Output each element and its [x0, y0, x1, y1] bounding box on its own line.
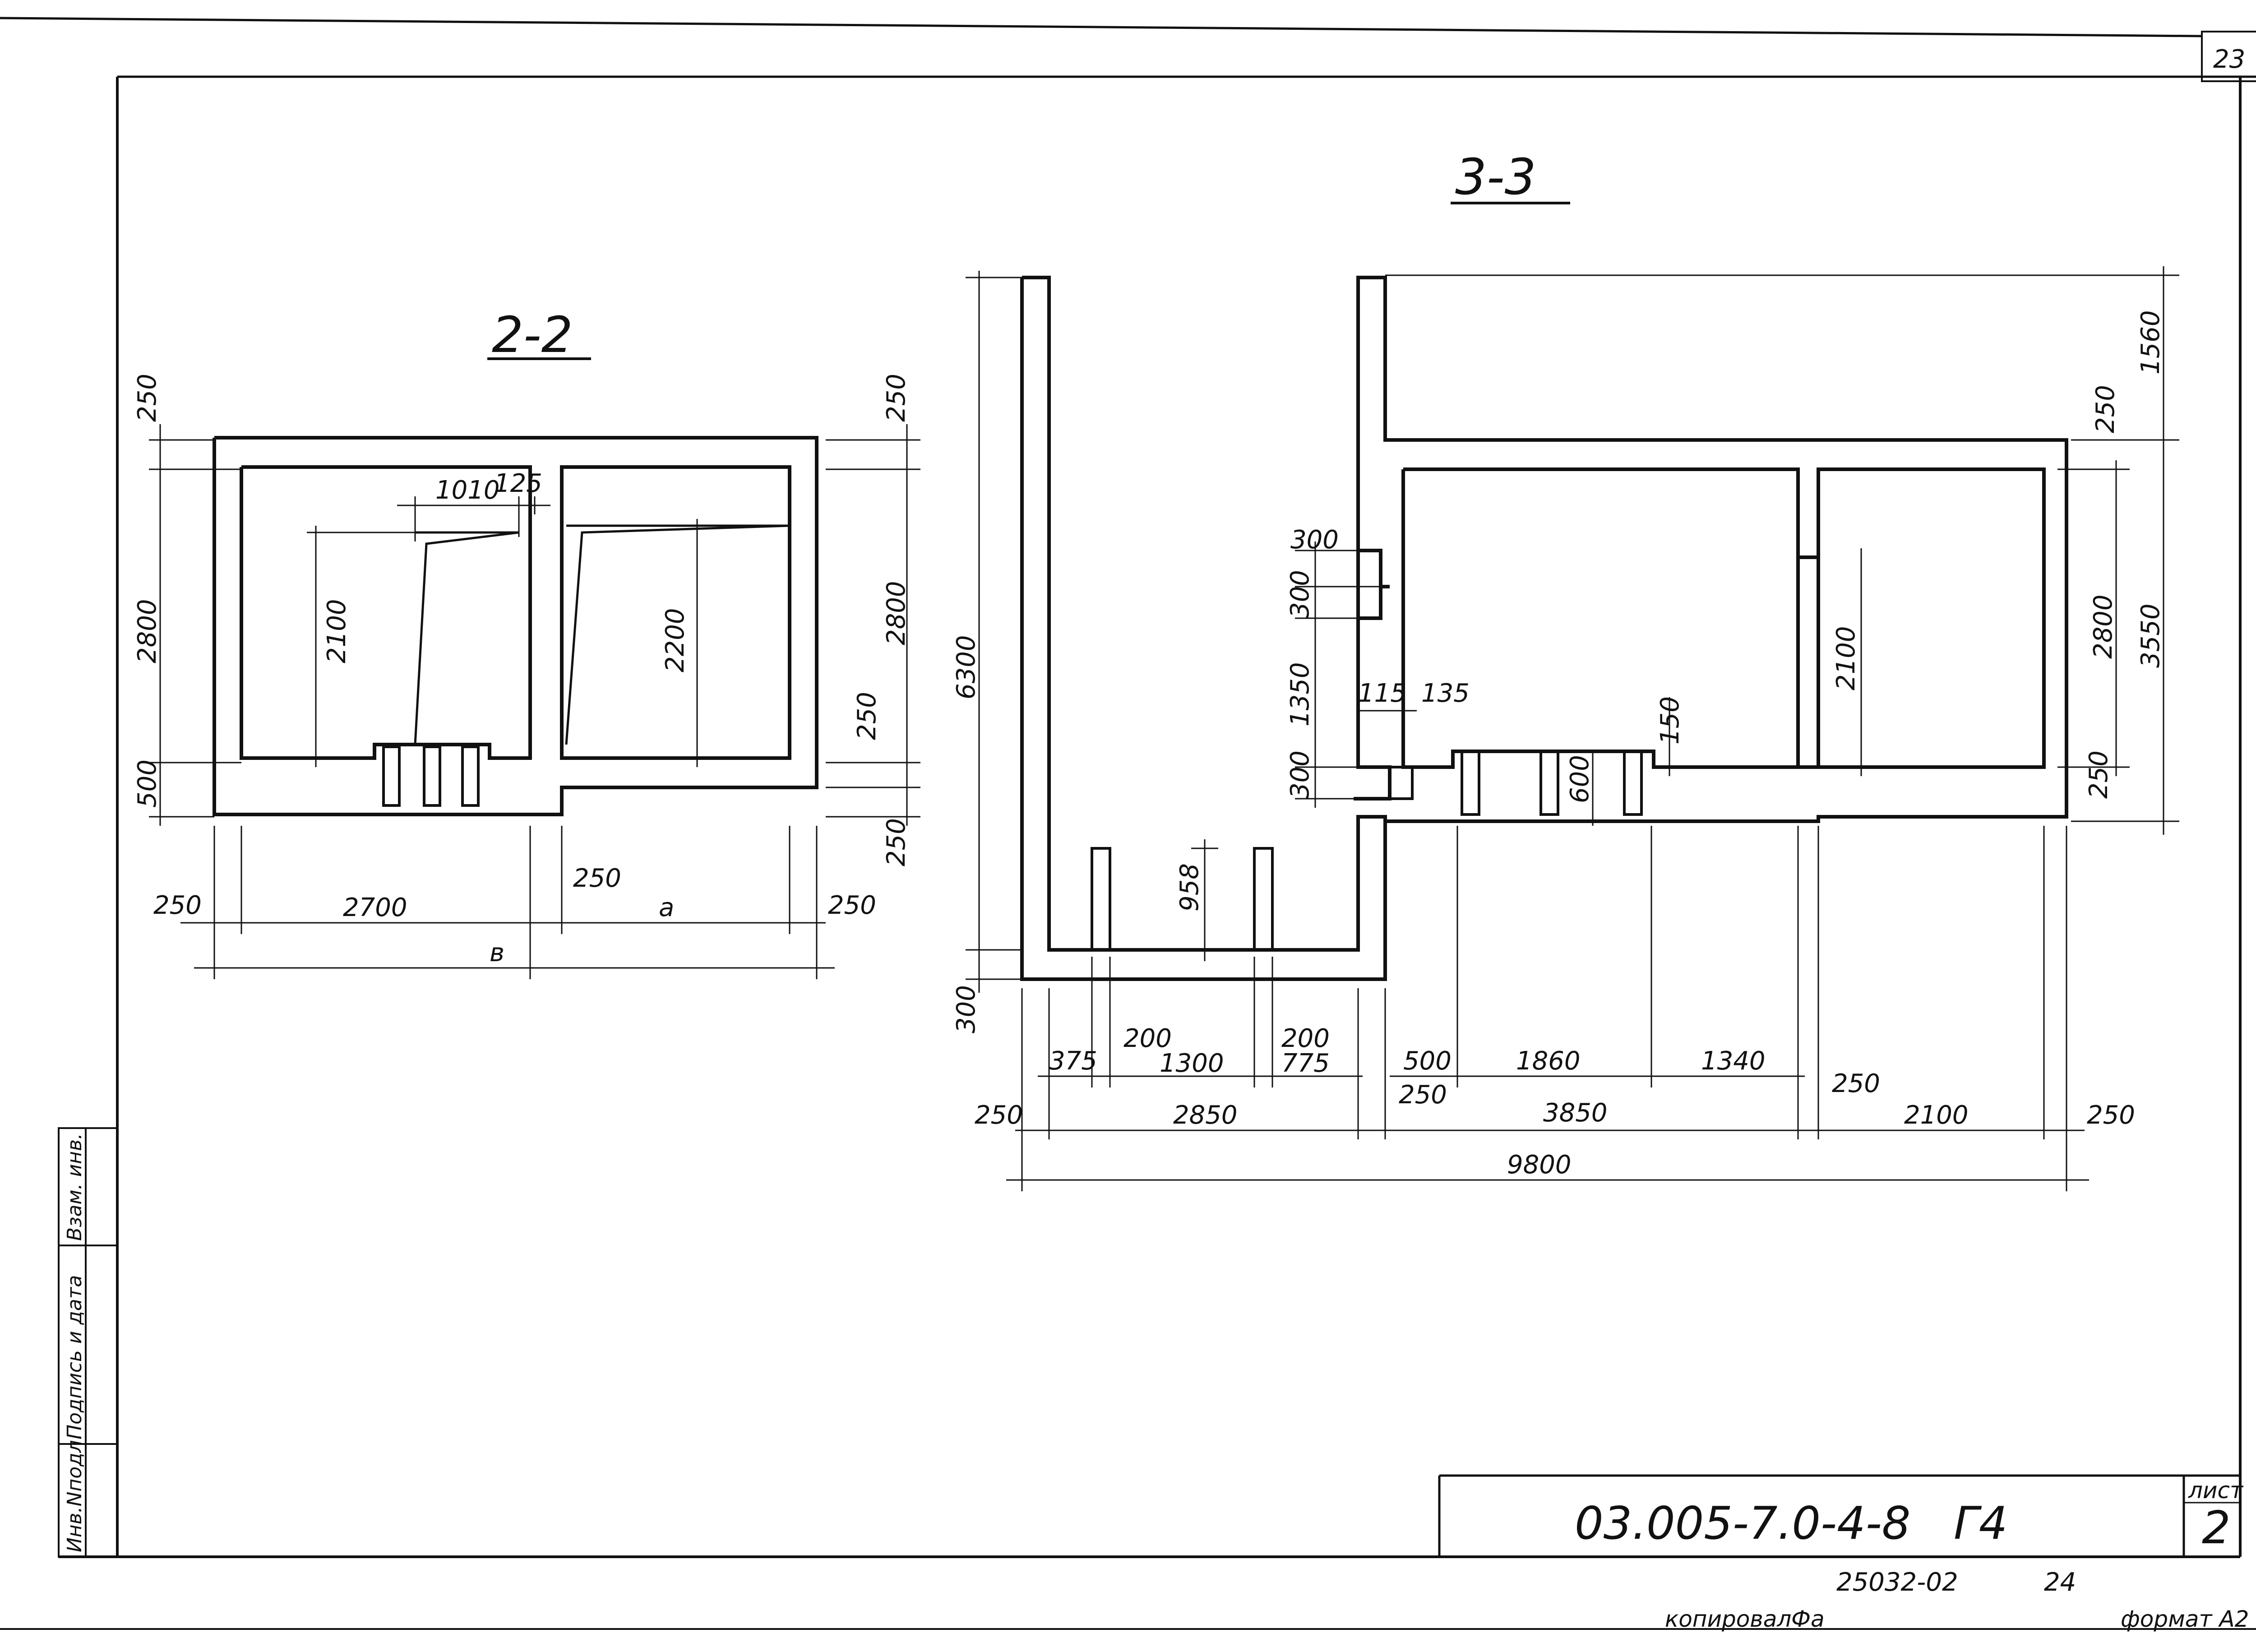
dim-2-2-right-top: 250 [882, 374, 911, 422]
dim-3-3-b9800: 9800 [1507, 1150, 1572, 1180]
dim-2-2-right-step: 250 [852, 692, 882, 740]
dim-3-3-b250c: 250 [975, 1101, 1023, 1130]
stamp-inv-original: Инв.Nподл. [63, 1434, 86, 1552]
drawing-code: 03.005-7.0-4-8 [1575, 1497, 1910, 1550]
dim-3-3-mid-2100: 2100 [1831, 626, 1861, 690]
dim-2-2-height-right-inner: 2200 [661, 608, 690, 672]
dim-3-3-w135: 135 [1421, 679, 1470, 708]
dim-2-2-right-bottom: 250 [882, 818, 911, 866]
drawing-mark: Г4 [1954, 1497, 2007, 1550]
dim-3-3-w958: 958 [1175, 863, 1204, 912]
dim-3-3-right-top-wall: 250 [2091, 385, 2120, 433]
section-2-2-outline [213, 436, 818, 816]
dim-2-2-bottom-a: a [659, 893, 674, 922]
sheet-number: 2 [2202, 1501, 2231, 1554]
section-2-2: 2-2 [133, 306, 920, 979]
dim-3-3-w115: 115 [1358, 679, 1406, 708]
dim-3-3-b775: 775 [1281, 1049, 1330, 1078]
section-3-3: 3-3 [952, 148, 2179, 1191]
dim-2-2-right-height: 2800 [882, 581, 911, 645]
side-stamp [58, 1127, 118, 1558]
dim-3-3-left-1350: 1350 [1285, 662, 1315, 727]
dim-3-3-w600: 600 [1565, 755, 1595, 803]
dim-2-2-inner-small: 125 [494, 469, 542, 498]
stamp-replacing-inv: Взам. инв. [63, 1133, 86, 1241]
project-page: 24 [2044, 1568, 2076, 1597]
dim-3-3-b250a: 250 [1399, 1080, 1447, 1110]
dim-3-3-b2850: 2850 [1173, 1101, 1238, 1130]
section-2-2-inner-lines [414, 524, 790, 745]
dim-3-3-top-right: 1560 [2136, 310, 2165, 375]
dim-2-2-height-left-inner: 2100 [322, 599, 351, 663]
dim-2-2-left-height: 2800 [133, 599, 162, 663]
copied-by: копировал [1665, 1606, 1791, 1632]
dim-3-3-b375: 375 [1049, 1046, 1097, 1076]
section-3-3-title: 3-3 [1455, 148, 1536, 206]
dim-2-2-bottom-mid-wall: 250 [573, 864, 621, 893]
dim-3-3-w150: 150 [1655, 696, 1685, 745]
section-3-3-dim-lines [966, 266, 2179, 1191]
dim-2-2-bottom-right-wall: 250 [828, 891, 876, 920]
section-2-2-dim-lines [149, 424, 920, 979]
paper-format: формат А2 [2121, 1606, 2249, 1632]
dim-3-3-right-bottom-wall: 250 [2084, 750, 2113, 799]
dim-3-3-b500: 500 [1403, 1046, 1452, 1076]
dim-2-2-bottom-width: 2700 [343, 893, 407, 922]
sheet-frame [0, 17, 2256, 1630]
dim-2-2-left-bottom: 500 [133, 759, 162, 808]
sheet-label: лист [2188, 1477, 2244, 1504]
dim-2-2-inner-width: 1010 [435, 476, 500, 505]
dim-2-2-bottom-left-wall: 250 [153, 891, 202, 920]
dim-3-3-left-300b: 300 [1285, 570, 1315, 618]
dim-3-3-right-height-total: 3550 [2136, 603, 2165, 668]
dim-3-3-b3850: 3850 [1543, 1098, 1608, 1128]
dim-2-2-top-wall: 250 [133, 374, 162, 422]
copier-initials: Фа [1791, 1606, 1825, 1632]
dim-3-3-b200a: 200 [1123, 1024, 1172, 1053]
dim-3-3-b250b: 250 [1832, 1069, 1880, 1098]
project-number: 25032-02 [1836, 1568, 1958, 1597]
section-2-2-title: 2-2 [492, 306, 573, 364]
dim-3-3-b1340: 1340 [1701, 1046, 1766, 1076]
dim-3-3-left-300a: 300 [1290, 525, 1339, 555]
dim-3-3-right-height-inner: 2800 [2089, 594, 2118, 659]
dim-3-3-b250d: 250 [2087, 1101, 2135, 1130]
dim-3-3-b1860: 1860 [1516, 1046, 1581, 1076]
page-number: 23 [2213, 45, 2245, 74]
dim-3-3-b1300: 1300 [1160, 1049, 1224, 1078]
section-3-3-outline [1020, 276, 2068, 981]
stamp-signature-date: Подпись и дата [63, 1275, 86, 1439]
title-block [1438, 1474, 2240, 1557]
dim-3-3-b200b: 200 [1281, 1024, 1330, 1053]
dim-2-2-bottom-total: в [490, 938, 504, 967]
dim-3-3-left-300c: 300 [1285, 750, 1315, 799]
dim-3-3-b2100: 2100 [1904, 1101, 1969, 1130]
dim-3-3-bottom-slab: 300 [952, 985, 981, 1033]
dim-3-3-total-height: 6300 [952, 635, 981, 699]
